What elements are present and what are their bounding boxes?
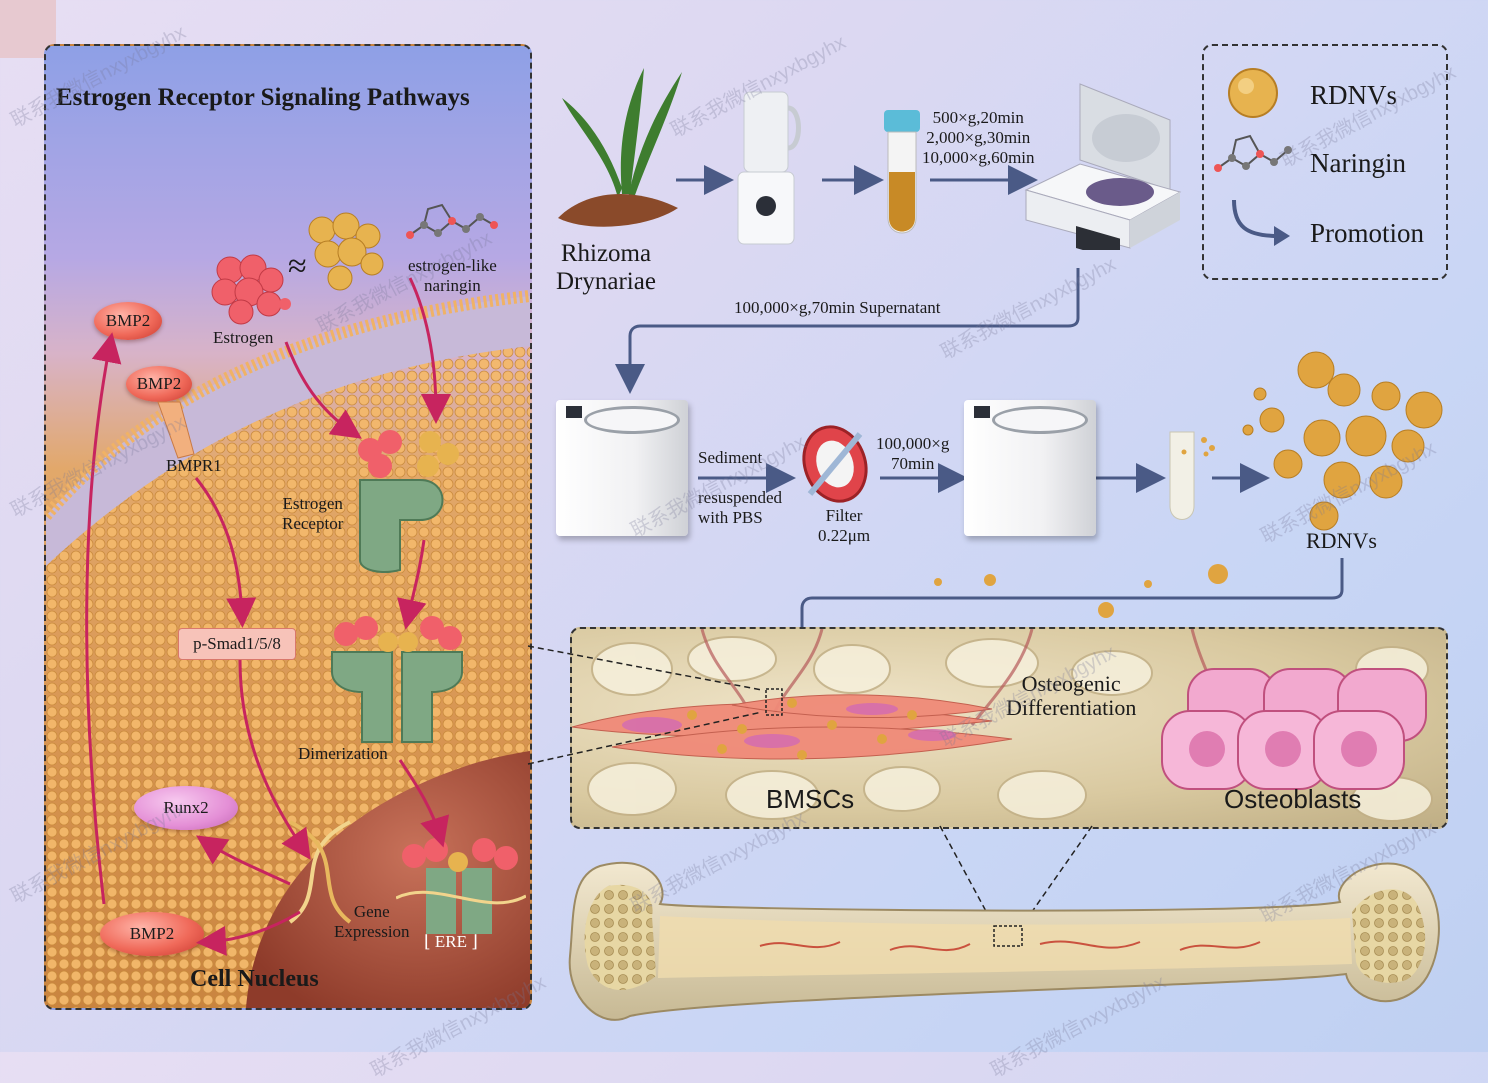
approx-symbol: ≈: [288, 248, 307, 285]
osteoblasts-label: Osteoblasts: [1224, 784, 1362, 814]
ultracentrifuge-1-panel: [566, 406, 582, 418]
membrane-tails: [46, 296, 530, 566]
runx2-pill: Runx2: [134, 786, 238, 830]
arrow-dna-to-runx2: [196, 835, 291, 886]
ere-label: ERE: [434, 932, 467, 951]
dimer-receptor-icon: [331, 616, 463, 743]
cell-nucleus-shape: [246, 751, 530, 1008]
arrow-centrifuge-to-ultra: [615, 268, 1080, 394]
long-bone-icon: [568, 861, 1440, 1021]
ere-bracket: ⌊ ERE ⌋: [424, 932, 478, 952]
ultracentrifuge-2-panel: [974, 406, 990, 418]
ultracentrifuge-2-lid: [992, 406, 1088, 434]
legend-promotion-label: Promotion: [1310, 218, 1425, 248]
zoom-line-lower: [527, 711, 763, 765]
resuspended-line2: with PBS: [698, 508, 763, 527]
legend-rdnv-icon: [1228, 68, 1278, 118]
vesicle-cluster-icon: [308, 212, 384, 291]
scattered-vesicles: [934, 564, 1228, 618]
estrogen-like-line1: estrogen-like: [408, 256, 497, 275]
gene-expression-label: Gene Expression: [334, 902, 410, 942]
spin-step-3: 10,000×g,60min: [922, 148, 1035, 167]
arrow-dimer-to-nucleus: [398, 759, 450, 848]
rdnvs-cloud-icon: [1242, 351, 1443, 531]
estrogen-like-label: estrogen-like naringin: [408, 256, 497, 296]
spin-steps: 500×g,20min 2,000×g,30min 10,000×g,60min: [922, 108, 1035, 168]
bmpr1-label: BMPR1: [166, 456, 222, 475]
marrow-panel: [570, 627, 1448, 829]
pellet-tube-icon: [1169, 431, 1215, 520]
zoom-line-bone-left: [939, 825, 995, 927]
ultracentrifuge-1-lid: [584, 406, 680, 434]
bmscs-label: BMSCs: [766, 784, 855, 814]
osteogenic-line2: Differentiation: [1006, 695, 1137, 720]
spin-step-2: 2,000×g,30min: [926, 128, 1031, 147]
legend-rdnvs-label: RDNVs: [1310, 80, 1398, 110]
estrogen-like-line2: naringin: [424, 276, 481, 295]
bmp2-bottom-pill: BMP2: [100, 912, 204, 956]
ultracentrifuge-label: 100,000×g,70min Supernatant: [734, 298, 941, 317]
filter-line2: 0.22μm: [818, 526, 871, 545]
osteogenic-label: Osteogenic Differentiation: [1006, 672, 1136, 720]
arrow-psmad-to-dna: [238, 659, 311, 860]
gene-expression-line1: Gene: [353, 902, 390, 921]
centrifuge-icon: [1024, 83, 1182, 250]
estrogen-label: Estrogen: [213, 328, 274, 347]
estrogen-cluster-icon: [211, 254, 291, 325]
ere-bracket-right: ⌋: [467, 932, 478, 951]
rhizoma-plant-icon: [558, 68, 682, 227]
naringin-molecule-icon: [406, 203, 498, 239]
bmp2-receptor-pill: BMP2: [126, 366, 192, 402]
filter-line1: Filter: [825, 506, 863, 525]
centrifuge-tube-icon: [884, 110, 920, 234]
bmpr1-receptor-icon: [157, 401, 195, 459]
legend-naringin-icon: [1214, 134, 1292, 172]
spin4-line2: 70min: [890, 454, 935, 473]
ultracentrifuge-2-icon: [964, 400, 1096, 536]
arrow-rdnvs-to-marrow: [787, 558, 1344, 664]
psmad-box: p-Smad1/5/8: [178, 628, 296, 660]
sediment-label: Sediment: [698, 448, 763, 467]
osteogenic-line1: Osteogenic: [1021, 671, 1121, 696]
rhizoma-line1: Rhizoma: [560, 240, 652, 267]
legend-box: [1202, 44, 1448, 280]
spin4-line1: 100,000×g: [876, 434, 950, 453]
marrow-illustration: [572, 629, 1433, 822]
arrow-bmp2-feedback: [85, 332, 122, 905]
spin-step-1: 500×g,20min: [932, 108, 1024, 127]
spin4-label: 100,000×g 70min: [876, 434, 949, 474]
arrow-dna-to-bmp2: [196, 910, 301, 956]
resuspended-label: resuspended with PBS: [698, 488, 782, 528]
legend-promotion-arrow-icon: [1232, 199, 1290, 246]
rhizoma-label: Rhizoma Drynariae: [556, 240, 656, 296]
rhizoma-line2: Drynariae: [556, 268, 656, 295]
dimerization-label: Dimerization: [298, 744, 388, 763]
gene-expression-line2: Expression: [334, 922, 410, 941]
legend-naringin-label: Naringin: [1310, 148, 1406, 178]
pathway-title: Estrogen Receptor Signaling Pathways: [56, 84, 470, 111]
filter-label: Filter 0.22μm: [818, 506, 870, 546]
zoom-lines: [527, 645, 1093, 927]
ultracentrifuge-1-icon: [556, 400, 688, 536]
cell-nucleus-label: Cell Nucleus: [190, 966, 319, 992]
arrow-estrogen-to-receptor: [284, 341, 362, 439]
arrow-bmpr1-to-psmad: [194, 477, 257, 628]
estrogen-receptor-line2: Receptor: [282, 514, 344, 533]
rdnvs-product-label: RDNVs: [1306, 528, 1377, 553]
filter-icon: [802, 425, 868, 503]
blender-icon: [737, 91, 801, 245]
estrogen-receptor-line1: Estrogen: [282, 494, 343, 513]
estrogen-receptor-label: Estrogen Receptor: [282, 494, 343, 534]
ere-bracket-left: ⌊: [424, 932, 435, 951]
pathway-arrows: [85, 277, 451, 956]
arrow-naringin-to-receptor: [408, 277, 451, 424]
arrow-receptor-to-dimer: [397, 539, 427, 630]
resuspended-line1: resuspended: [698, 488, 783, 507]
zoom-line-bone-right: [1021, 825, 1093, 927]
estrogen-receptor-icon: [358, 430, 459, 573]
zoom-line-upper: [527, 645, 763, 691]
